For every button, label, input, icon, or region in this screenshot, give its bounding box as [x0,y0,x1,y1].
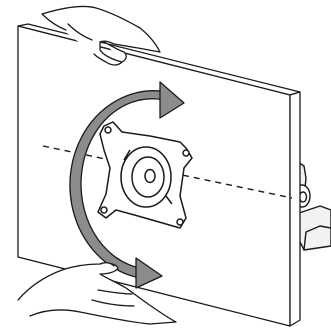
vesa-mount-plate-icon [97,121,193,229]
hand-bottom-icon [17,262,177,325]
hand-top-icon [41,5,161,66]
rotation-arrow-icon [69,81,185,289]
dashed-axis-line [42,145,293,199]
